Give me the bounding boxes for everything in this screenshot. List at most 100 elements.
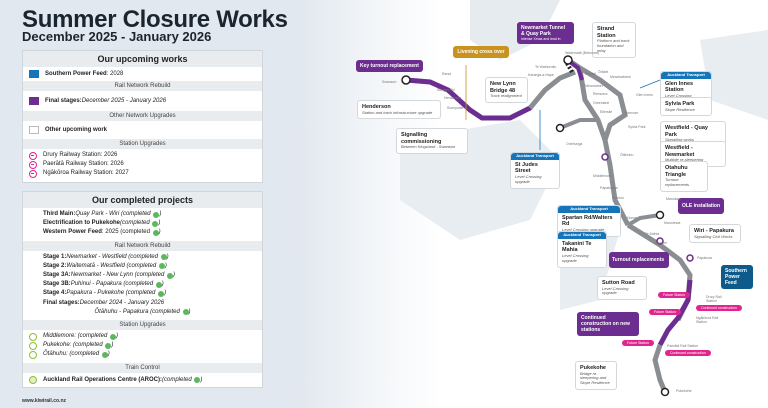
station-label: Homai: [627, 216, 638, 220]
station-label: Puhinui: [612, 196, 624, 200]
callout-strand-station: Strand Station Platform and track founda…: [592, 22, 636, 58]
completed-stages-list: Stage 1: Newmarket - Westfield (complete…: [23, 251, 262, 320]
callout-key-turnout: Key turnout replacement: [356, 60, 423, 72]
legend-final-stages: Final stages: December 2025 - January 20…: [23, 91, 262, 111]
list-item: Pukekohe: (completed ): [29, 341, 256, 350]
station-label: Ranui: [442, 72, 452, 76]
callout-continued-construction: Continued construction on new stations: [577, 312, 639, 336]
train-icon: [29, 170, 37, 178]
legend-southern-power-feed: Southern Power Feed: 2028: [23, 67, 262, 81]
other-network-upgrades-subheading: Other Network Upgrades: [23, 111, 262, 121]
station-label: Waitematā (Britomart): [565, 51, 600, 55]
page-title: Summer Closure Works: [22, 6, 288, 33]
check-icon: [152, 230, 159, 236]
completed-projects-panel: Our completed projects Third Main: Quay …: [22, 191, 263, 388]
wrench-icon: [29, 341, 37, 350]
train-control-icon: [29, 375, 37, 384]
list-item: Ōtāhuhu - Papakura (completed ): [94, 308, 191, 316]
blue-swatch-icon: [29, 70, 39, 78]
check-icon: [152, 220, 159, 227]
station-label: Ellerslie: [600, 110, 613, 114]
station-label: Te Mahia: [645, 232, 660, 236]
list-item: Electrification to Pukekohe (completed ): [43, 220, 161, 227]
station-label: Papatoetoe: [600, 186, 618, 190]
check-icon: [105, 342, 112, 349]
list-item: Stage 3B: Puhinui - Papakura (completed …: [43, 281, 164, 288]
list-item: Paerātā Railway Station: 2026: [29, 160, 256, 169]
callout-pukekohe: Pukekohe Bridge re-sleepering and Slope …: [575, 361, 617, 390]
list-item: Ōtāhuhu: (completed ): [29, 350, 256, 360]
aroc-row: Auckland Rail Operations Centre (AROC): …: [23, 373, 262, 387]
check-icon: [166, 272, 173, 279]
upcoming-station-list: Drury Railway Station: 2026 Paerātā Rail…: [23, 149, 262, 182]
station-label: Sturges Rd: [437, 88, 455, 92]
list-item: Stage 3A: Newmarket - New Lynn (complete…: [43, 272, 175, 279]
list-item: Third Main: Quay Park - Wiri (completed …: [43, 211, 162, 218]
future-station-badge: Future Station: [658, 292, 690, 298]
list-item: Middlemore: (completed ): [29, 332, 256, 341]
station-label: Henderson: [444, 96, 462, 100]
list-item: Final stages: December 2024 - January 20…: [43, 299, 165, 306]
callout-turnout-replacements: Turnout replacements: [609, 252, 669, 268]
check-icon: [110, 333, 117, 340]
station-label: Ngākōroa Rail Station: [696, 316, 719, 324]
station-label: Te Waihorotiu: [535, 65, 557, 69]
station-label: Manurewa: [664, 221, 681, 225]
check-icon: [160, 254, 167, 261]
station-label: Penrose: [625, 111, 639, 115]
future-station-badge: Future Station: [622, 340, 654, 346]
callout-wiri-papakura: Wiri - Papakura Signalling Civil Works: [689, 224, 741, 244]
rail-network-rebuild-subheading: Rail Network Rebuild: [23, 81, 262, 91]
station-label: Meadowbank: [610, 75, 631, 79]
callout-takanini: Auckland Transport Takanini Te Mahia Lev…: [557, 231, 607, 268]
list-item: Stage 1: Newmarket - Westfield (complete…: [43, 253, 169, 261]
legend-other-upcoming: Other upcoming work: [23, 121, 262, 139]
check-icon: [182, 309, 189, 316]
page-subtitle: December 2025 - January 2026: [22, 29, 212, 44]
station-label: Sunnyvale: [447, 106, 464, 110]
station-label: Newmarket: [585, 84, 603, 88]
station-label: Pukekohe: [676, 389, 692, 393]
station-label: Karanga-a-Hape: [528, 73, 554, 77]
list-item: Western Power Feed: 2025 (completed ): [43, 229, 161, 236]
callout-sylvia-park: Sylvia Park Slope Resilience: [660, 97, 712, 117]
station-upgrades-subheading: Station Upgrades: [23, 139, 262, 149]
check-icon: [155, 281, 162, 288]
callout-ole-installation: OLE installation: [678, 198, 724, 214]
train-icon: [29, 160, 37, 169]
completed-heading: Our completed projects: [23, 192, 262, 208]
station-label: Ōtāhuhu: [620, 153, 634, 157]
check-icon: [101, 352, 108, 359]
station-label: Onehunga: [566, 142, 583, 146]
station-label: Parnell: [585, 72, 596, 76]
callout-otahuhu-triangle: Otahuhu Triangle Turnout replacements: [660, 161, 708, 192]
check-icon: [153, 211, 160, 218]
continued-construction-badge: Continued construction: [665, 350, 711, 356]
station-label: Takanini: [654, 241, 667, 245]
station-upgrades-subheading: Station Upgrades: [23, 320, 262, 331]
website-link[interactable]: www.kiwirail.co.nz: [22, 398, 66, 404]
station-label: Papakura: [697, 256, 712, 260]
wrench-icon: [29, 351, 37, 360]
completed-top-list: Third Main: Quay Park - Wiri (completed …: [23, 208, 262, 241]
station-label: Manukau: [666, 197, 681, 201]
upcoming-works-panel: Our upcoming works Southern Power Feed: …: [22, 50, 263, 183]
callout-signalling-commissioning: Signalling commissioning Between Kingsla…: [396, 128, 468, 154]
station-label: Sylvia Park: [628, 125, 646, 129]
list-item: Drury Railway Station: 2026: [29, 151, 256, 160]
callout-newmarket-tunnel: Newmarket Tunnel & Quay Park Intense Xma…: [517, 22, 574, 45]
station-label: Middlemore: [593, 174, 612, 178]
train-icon: [29, 151, 37, 160]
station-label: Paerātā Rail Station: [667, 344, 699, 348]
purple-swatch-icon: [29, 97, 39, 105]
callout-livening-crossover: Livening cross over: [453, 46, 509, 58]
callout-southern-power-feed: Southern Power Feed: [721, 265, 753, 289]
check-icon: [158, 291, 165, 298]
station-label: Remuera: [593, 92, 608, 96]
rail-network-rebuild-subheading: Rail Network Rebuild: [23, 240, 262, 251]
train-control-subheading: Train Control: [23, 362, 262, 373]
station-label: Drury Rail Station: [706, 295, 722, 303]
future-station-badge: Future Station: [649, 309, 681, 315]
upcoming-heading: Our upcoming works: [23, 51, 262, 67]
